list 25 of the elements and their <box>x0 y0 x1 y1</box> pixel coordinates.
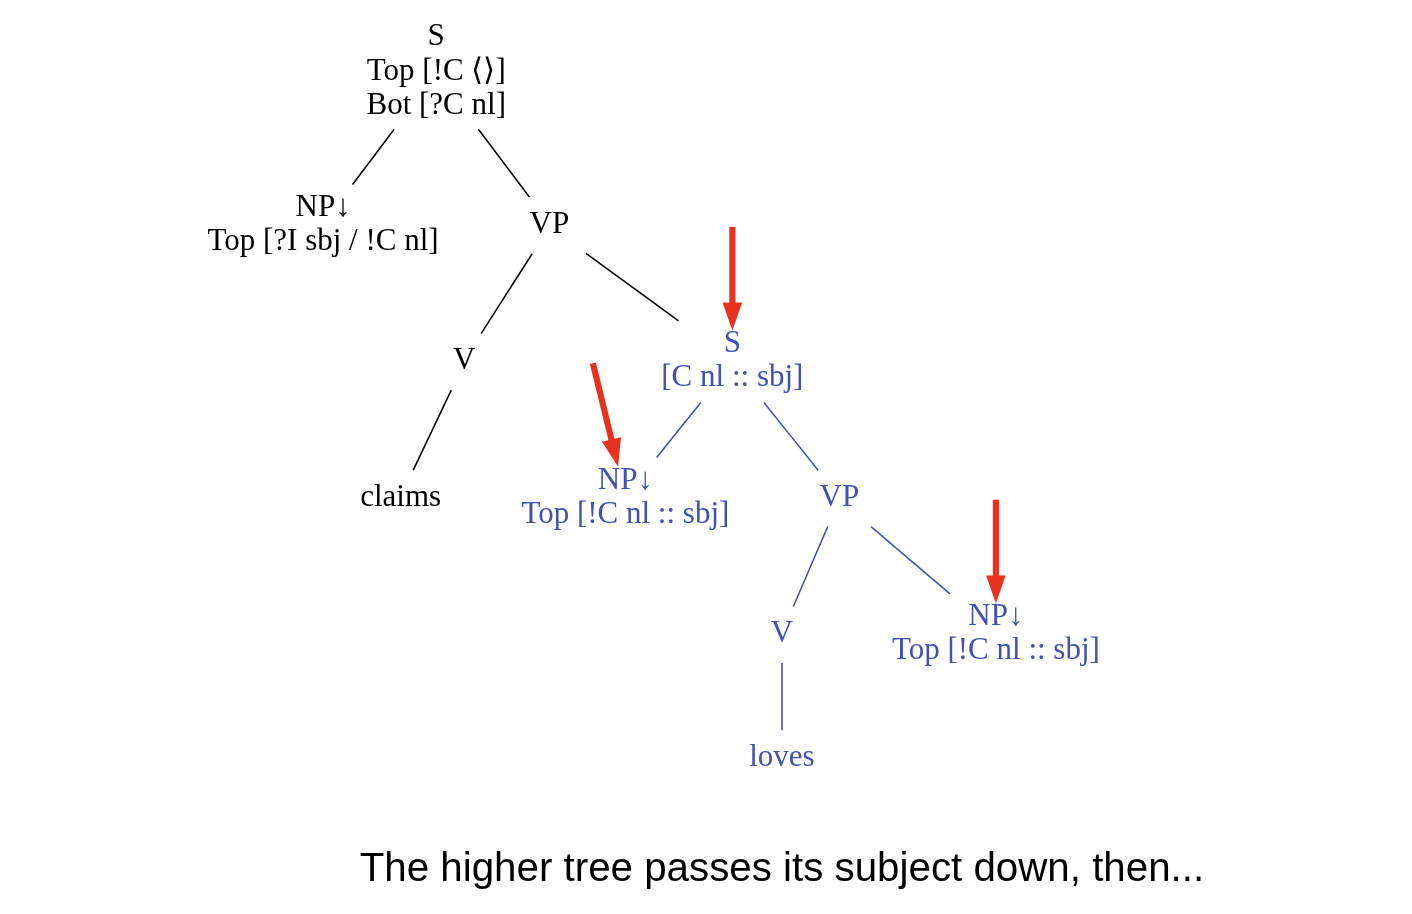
node-text: VP <box>529 204 570 240</box>
connector <box>763 401 819 471</box>
node-text: loves <box>749 738 815 774</box>
node-text: NP↓ Top [!C nl :: sbj] <box>891 597 1100 667</box>
connector <box>585 252 680 322</box>
arrow <box>722 226 743 331</box>
connector <box>477 128 531 198</box>
label: The higher tree passes its subject down, then... <box>359 844 1205 890</box>
connector <box>480 253 533 335</box>
node-text: NP↓ Top [?I sbj / !C nl] <box>207 187 439 258</box>
node-text: claims <box>360 477 442 513</box>
arrow <box>986 499 1006 604</box>
node-text: S Top [!C ⟨⟩] Bot [?C nl] <box>366 17 507 121</box>
connector <box>781 662 783 731</box>
node-text: VP <box>819 477 860 513</box>
node-text: V <box>770 614 794 650</box>
arrow <box>589 362 621 467</box>
connector <box>351 128 395 186</box>
node-text: S [C nl :: sbj] <box>661 324 804 394</box>
connector <box>655 401 702 459</box>
node-text: NP↓ Top [!C nl :: sbj] <box>521 460 730 530</box>
connector <box>870 525 951 595</box>
node-text: V <box>452 341 476 377</box>
connector <box>412 389 453 471</box>
connector <box>792 525 829 608</box>
